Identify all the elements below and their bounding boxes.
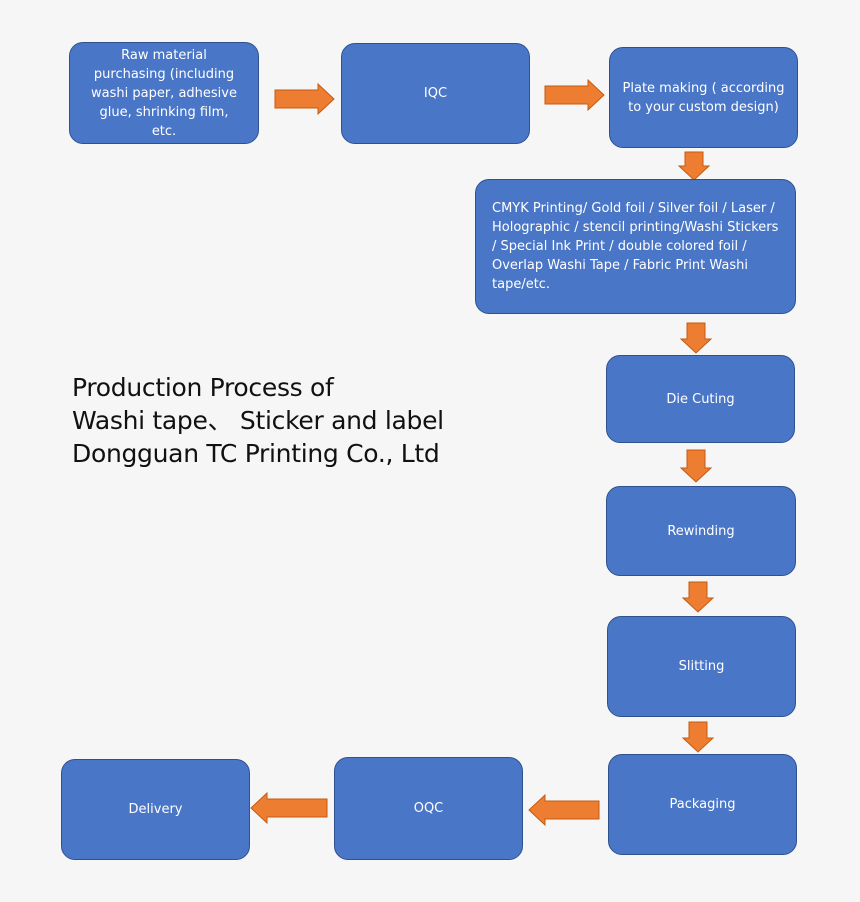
step-delivery-label: Delivery <box>128 802 183 817</box>
title-line-1: Production Process of <box>72 373 334 402</box>
arrow-raw-to-iqc <box>274 82 335 116</box>
step-plate-making-label: Plate making ( according to your custom … <box>622 80 785 115</box>
arrow-packaging-to-oqc <box>528 793 600 827</box>
step-raw-material-label: Raw material purchasing (including washi… <box>91 47 237 139</box>
step-oqc-box: OQC <box>334 757 523 860</box>
step-packaging-box: Packaging <box>608 754 797 855</box>
diagram-title: Production Process of Washi tape、 Sticke… <box>72 371 444 470</box>
title-line-3: Dongguan TC Printing Co., Ltd <box>72 439 440 468</box>
step-die-cutting-label: Die Cuting <box>666 391 735 407</box>
step-raw-material-box: Raw material purchasing (including washi… <box>69 42 259 144</box>
step-slitting-box: Slitting <box>607 616 796 717</box>
arrow-slitting-to-packaging <box>681 721 715 753</box>
step-rewinding-box: Rewinding <box>606 486 796 576</box>
step-printing-box: CMYK Printing/ Gold foil / Silver foil /… <box>475 179 796 314</box>
step-rewinding-label: Rewinding <box>667 523 735 539</box>
step-delivery-box: Delivery <box>61 759 250 860</box>
step-plate-making-box: Plate making ( according to your custom … <box>609 47 798 148</box>
step-iqc-box: IQC <box>341 43 530 144</box>
step-printing-label: CMYK Printing/ Gold foil / Silver foil /… <box>492 201 779 292</box>
step-iqc-label: IQC <box>423 86 448 101</box>
arrow-oqc-to-delivery <box>250 791 328 825</box>
arrow-plate-to-printing <box>677 151 711 181</box>
step-oqc-label: OQC <box>413 801 444 816</box>
arrow-die-to-rewinding <box>679 449 713 483</box>
step-die-cutting-box: Die Cuting <box>606 355 795 443</box>
step-packaging-label: Packaging <box>669 797 736 812</box>
title-line-2: Washi tape、 Sticker and label <box>72 406 444 435</box>
arrow-iqc-to-plate <box>544 78 605 112</box>
step-slitting-label: Slitting <box>678 659 725 674</box>
arrow-printing-to-die <box>679 322 713 354</box>
arrow-rewinding-to-slitting <box>681 581 715 613</box>
